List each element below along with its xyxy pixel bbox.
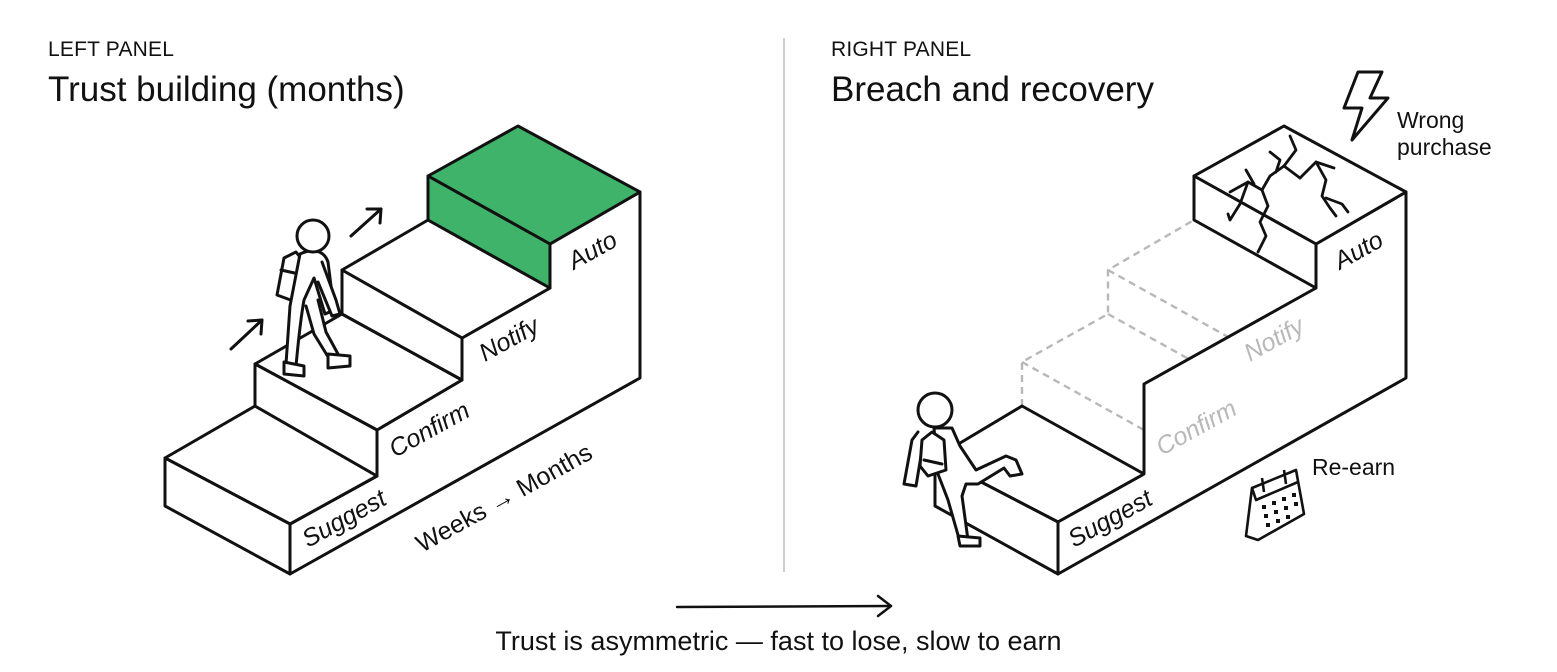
left-step-confirm-front <box>253 362 379 478</box>
left-step-notify-front <box>340 268 464 382</box>
left-staircase <box>163 124 642 576</box>
event-label-line1: Wrong <box>1397 107 1464 133</box>
right-panel-label: RIGHT PANEL <box>831 38 972 61</box>
up-arrow-icon <box>349 207 383 238</box>
left-panel-label: LEFT PANEL <box>48 38 175 61</box>
falling-person-icon <box>902 391 1024 548</box>
crack-icon <box>1226 134 1350 254</box>
left-step-auto-front <box>426 174 552 290</box>
footer-arrow-icon <box>675 594 893 618</box>
walking-person-icon <box>275 218 352 378</box>
left-step-suggest-front <box>163 456 292 576</box>
right-panel-title: Breach and recovery <box>831 70 1154 109</box>
recovery-label: Re-earn <box>1312 454 1395 480</box>
left-panel-title: Trust building (months) <box>48 70 405 109</box>
right-staircase <box>933 124 1408 576</box>
footer-caption: Trust is asymmetric — fast to lose, slow… <box>495 626 1062 656</box>
up-arrow-icon <box>229 318 264 351</box>
calendar-icon <box>1244 468 1306 542</box>
lightning-icon <box>1342 70 1390 142</box>
right-step-auto-front <box>1192 174 1318 290</box>
event-label-line2: purchase <box>1397 134 1492 160</box>
